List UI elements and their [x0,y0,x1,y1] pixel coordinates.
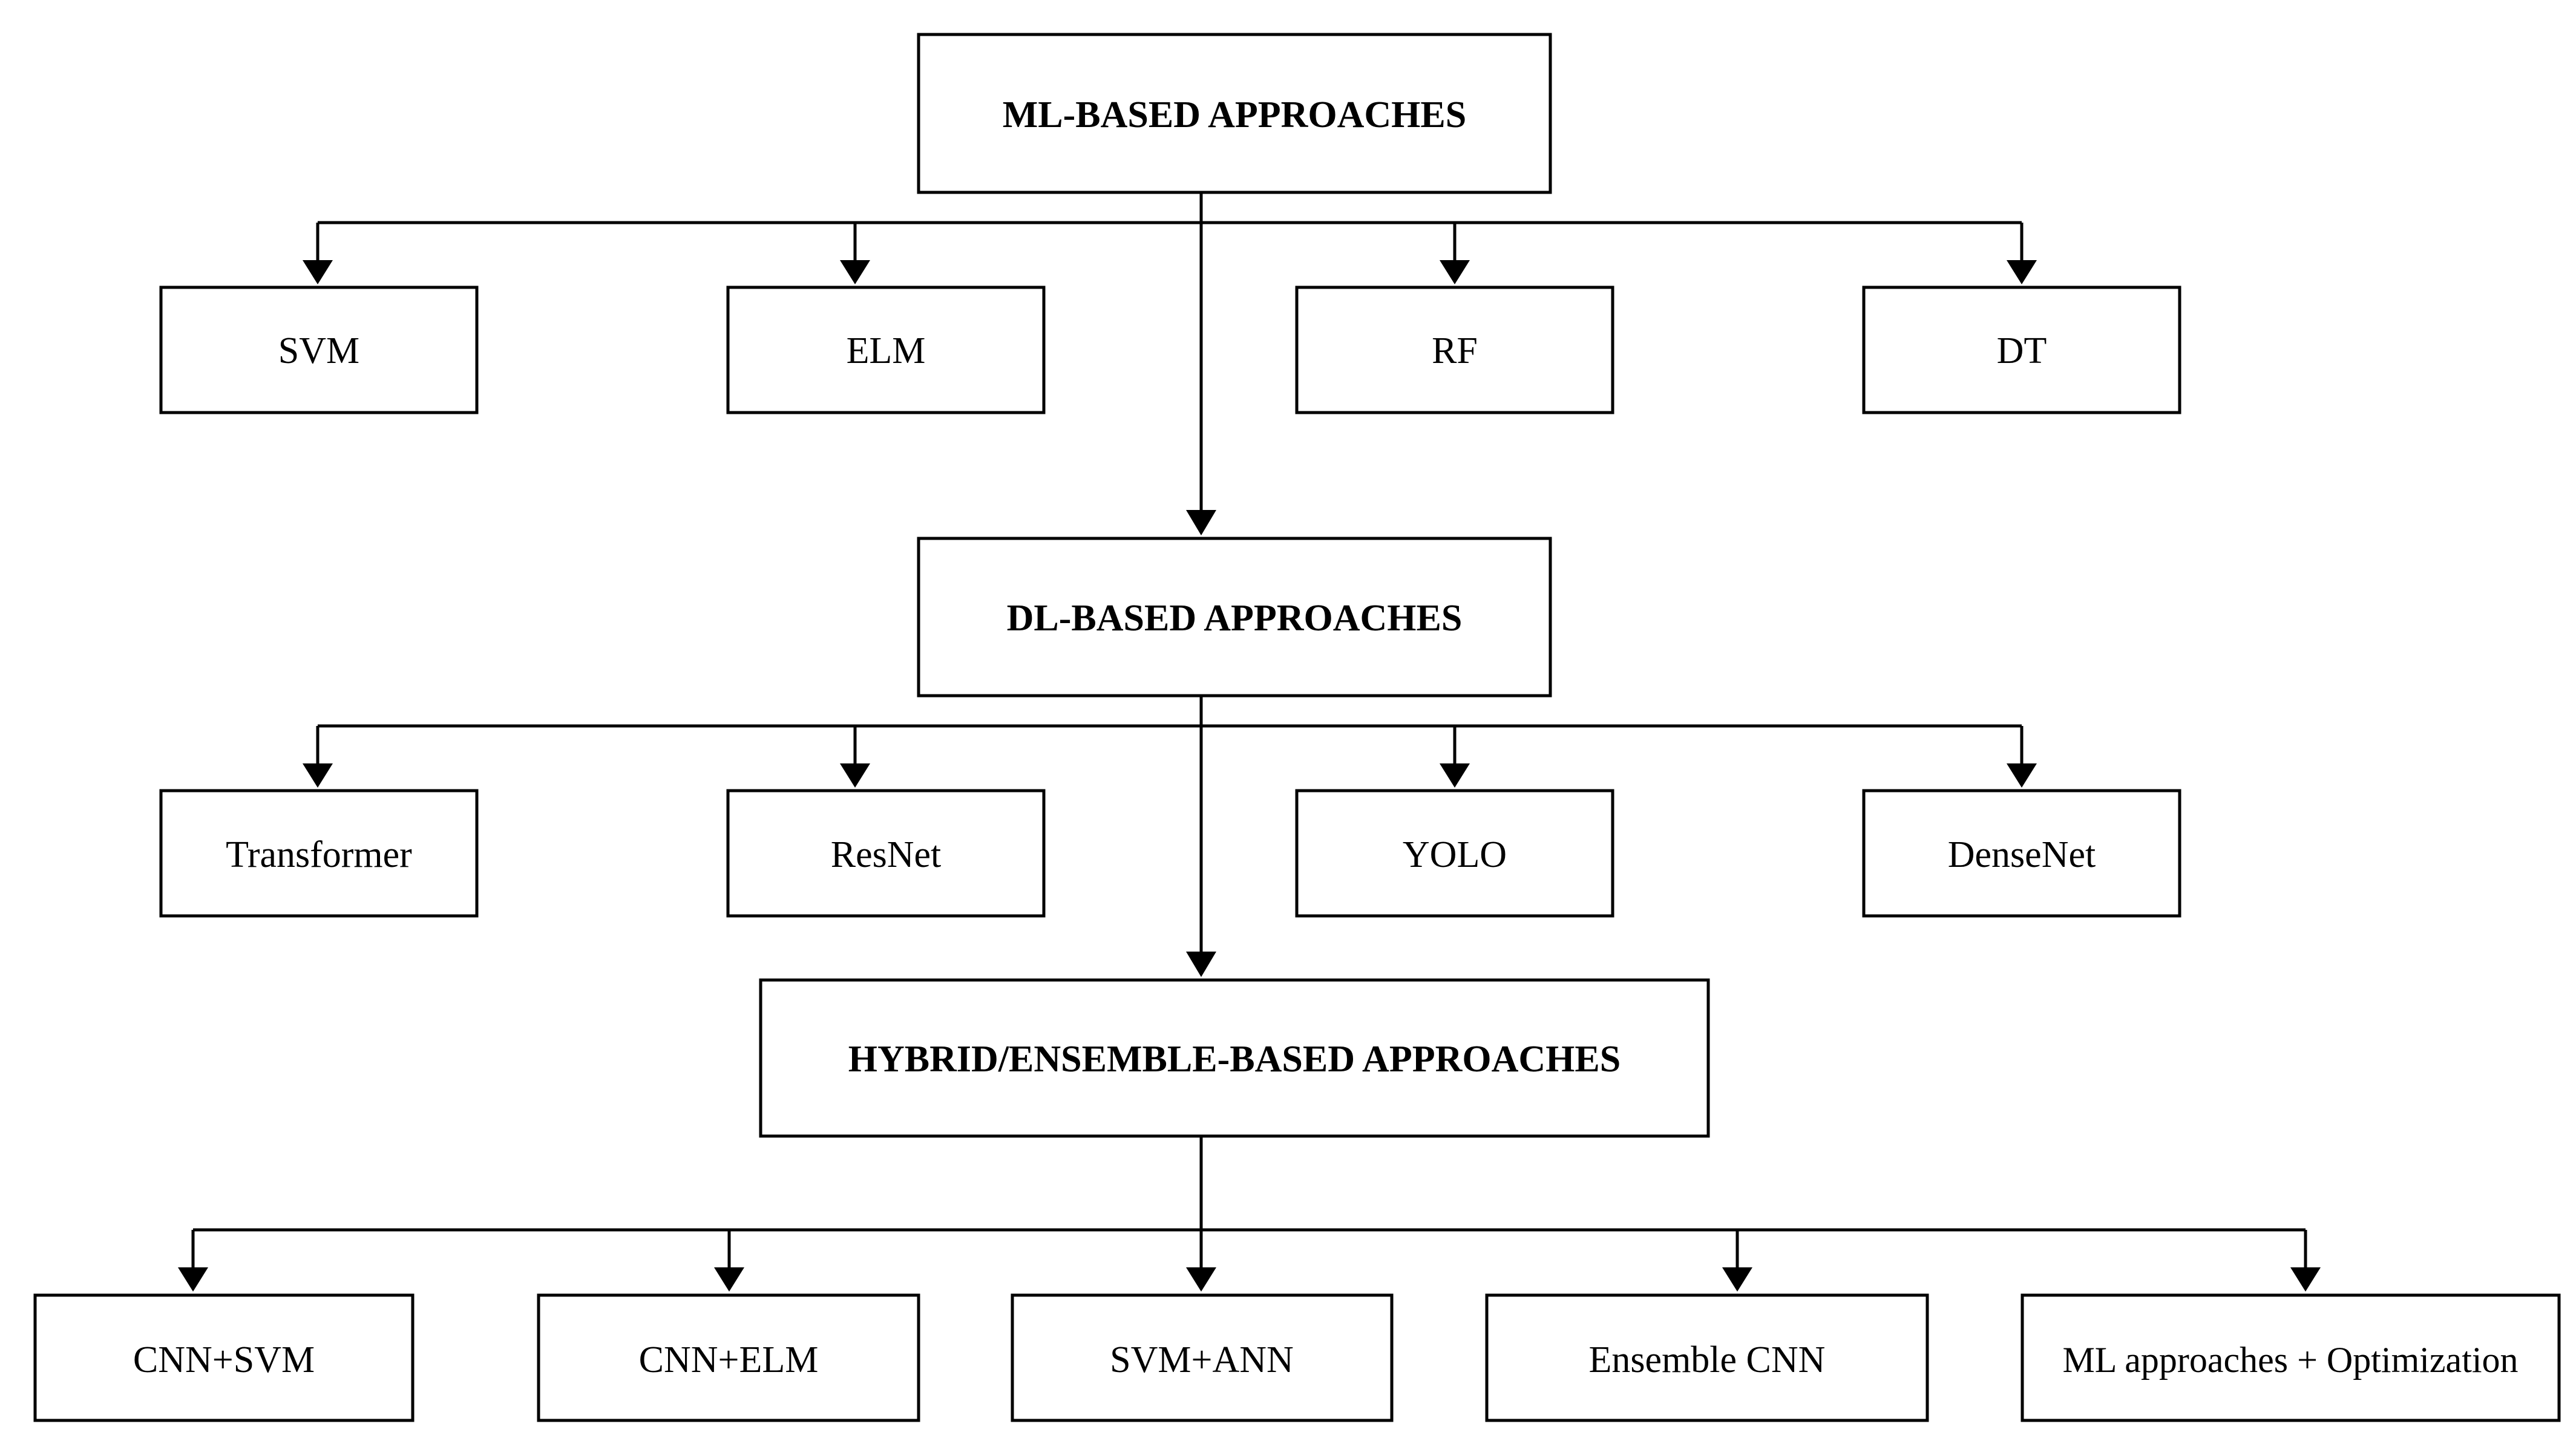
arrowhead [303,260,333,284]
hybrid-approaches-box: HYBRID/ENSEMBLE-BASED APPROACHES [759,978,1710,1138]
method-box-dt: DT [1862,286,2181,414]
method-label: Ensemble CNN [1589,1339,1826,1380]
method-label: SVM [278,330,359,371]
ml-approaches-box: ML-BASED APPROACHES [917,33,1552,194]
method-box-elm: ELM [726,286,1046,414]
method-box-rf: RF [1295,286,1614,414]
method-label: DenseNet [1948,834,2096,875]
arrowhead [1722,1267,1752,1292]
method-box-resnet: ResNet [726,789,1046,918]
ml-connectors [303,192,2037,535]
method-box-cnn-elm: CNN+ELM [537,1293,920,1422]
arrowhead [714,1267,744,1292]
arrowhead [1186,952,1216,977]
method-label: ResNet [831,834,942,875]
arrowhead [2007,260,2037,284]
method-label: ML approaches + Optimization [2062,1340,2518,1380]
method-box-cnn-svm: CNN+SVM [33,1293,415,1422]
arrowhead [1440,260,1470,284]
arrowhead [2007,763,2037,788]
arrowhead [303,763,333,788]
method-label: RF [1432,330,1478,371]
method-label: SVM+ANN [1110,1339,1294,1380]
method-label: ELM [847,330,926,371]
hybrid-connectors [178,1136,2321,1292]
method-box-svm-ann: SVM+ANN [1011,1293,1394,1422]
dl-connectors [303,696,2037,977]
arrowhead [840,260,870,284]
hybrid-approaches-label: HYBRID/ENSEMBLE-BASED APPROACHES [848,1039,1621,1080]
method-box-yolo: YOLO [1295,789,1614,918]
arrowhead [1440,763,1470,788]
arrowhead [178,1267,208,1292]
method-box-densenet: DenseNet [1862,789,2181,918]
method-box-transformer: Transformer [159,789,479,918]
arrowhead [2290,1267,2321,1292]
arrowhead [840,763,870,788]
dl-approaches-box: DL-BASED APPROACHES [917,537,1552,697]
arrowhead [1186,1267,1216,1292]
dl-approaches-label: DL-BASED APPROACHES [1007,598,1463,639]
method-box-svm: SVM [159,286,479,414]
method-label: CNN+SVM [133,1339,315,1380]
method-label: DT [1997,330,2047,371]
method-label: Transformer [226,834,412,875]
method-box-ensemble-cnn: Ensemble CNN [1485,1293,1929,1422]
method-label: CNN+ELM [639,1339,819,1380]
method-label: YOLO [1403,834,1507,875]
ml-approaches-label: ML-BASED APPROACHES [1003,94,1466,136]
arrowhead [1186,510,1216,535]
method-box-ml-optimization: ML approaches + Optimization [2020,1293,2561,1422]
